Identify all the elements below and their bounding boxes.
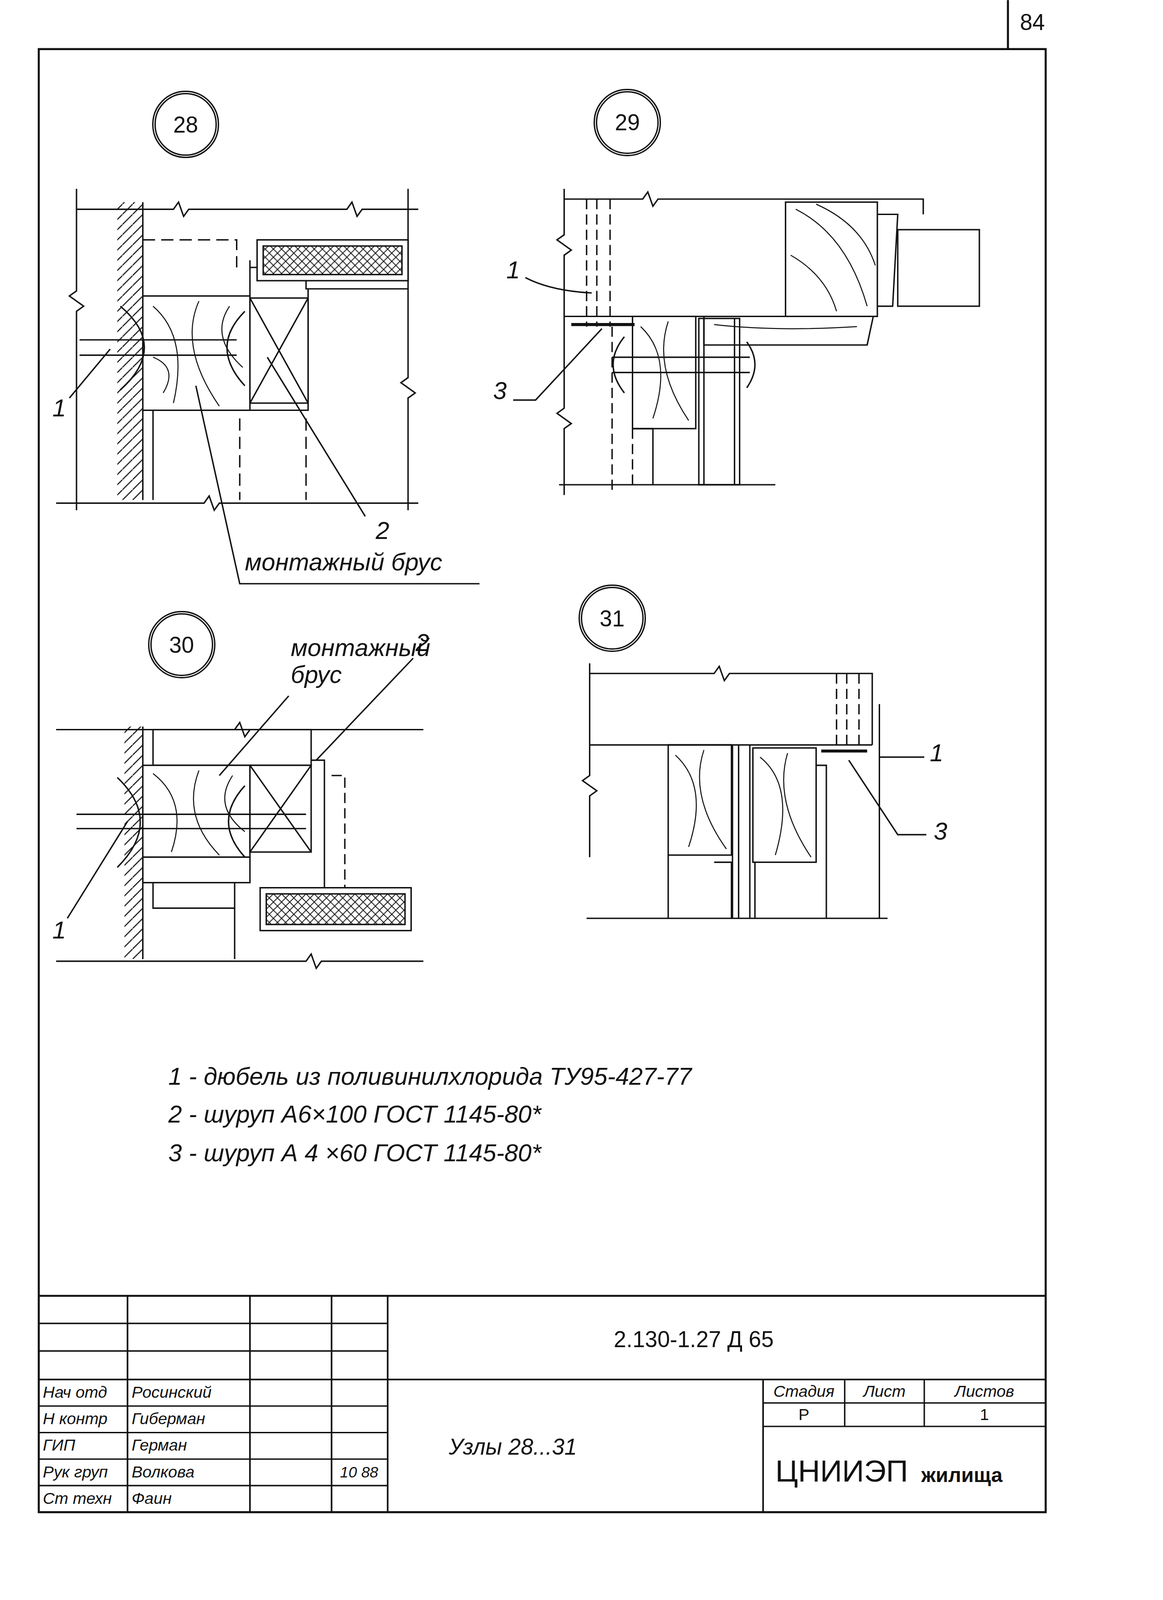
header-cell: Лист [863,1382,906,1401]
organisation-name: ЦНИИЭП [775,1453,908,1489]
detail-29 [512,189,979,496]
name-cell: Герман [131,1436,188,1456]
header-cell: Листов [954,1382,1015,1401]
detail-number: 29 [614,109,641,136]
detail-31 [582,663,927,919]
part-name: монтажный брус [290,634,429,688]
role-cell: Н контр [42,1409,108,1429]
detail-circle: 30 [148,610,216,679]
role-cell: Рук груп [42,1462,108,1482]
value-cell: Р [798,1405,810,1425]
part-name: монтажный брус [244,548,442,577]
date-cell: 10 88 [339,1463,379,1481]
detail-number: 31 [599,605,625,632]
name-cell: Фаин [131,1489,172,1508]
legend-note: 2 - шуруп А6×100 ГОСТ 1145-80* [168,1100,542,1129]
callout-number: 2 [415,628,430,657]
detail-30 [56,658,424,969]
callout-number: 1 [506,256,521,285]
callout-number: 3 [933,817,948,846]
callout-number: 1 [52,394,67,423]
callout-number: 1 [52,916,67,945]
role-cell: Нач отд [42,1383,108,1402]
sheet-title: Узлы 28...31 [448,1433,577,1460]
detail-28 [56,189,480,585]
value-cell: 1 [979,1405,989,1425]
name-cell: Волкова [131,1462,195,1482]
legend-note: 3 - шуруп А 4 ×60 ГОСТ 1145-80* [168,1138,542,1168]
callout-number: 3 [492,376,507,405]
callout-number: 1 [929,738,944,768]
organisation-name: жилища [921,1463,1003,1488]
sheet-number: 84 [1019,9,1046,36]
detail-number: 28 [173,111,199,138]
role-cell: ГИП [42,1436,76,1456]
name-cell: Росинский [131,1383,212,1402]
detail-circle: 31 [578,584,646,652]
detail-circle: 28 [152,90,220,159]
document-code: 2.130-1.27 Д 65 [613,1326,774,1353]
header-cell: Стадия [773,1382,835,1401]
legend-note: 1 - дюбель из поливинилхлорида ТУ95-427-… [168,1062,692,1091]
detail-circle: 29 [593,88,661,157]
role-cell: Ст техн [42,1489,113,1508]
callout-number: 2 [375,516,390,545]
title-block [38,1295,1046,1512]
name-cell: Гиберман [131,1409,206,1429]
detail-number: 30 [169,631,195,658]
